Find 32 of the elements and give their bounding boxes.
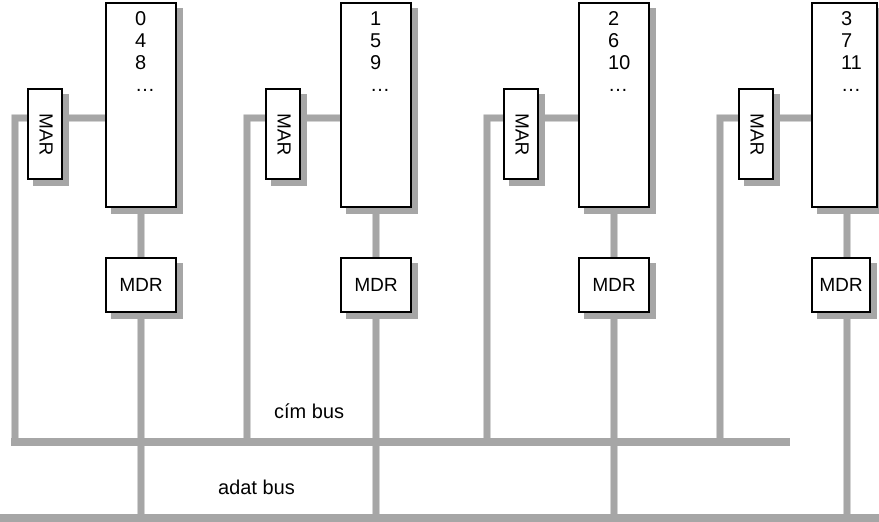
address-number: 2 <box>608 8 620 30</box>
address-number: 6 <box>608 30 620 52</box>
register-label: MAR <box>512 112 530 156</box>
bus-line <box>484 114 503 438</box>
address-number: … <box>841 74 862 96</box>
address-number: 9 <box>370 52 382 74</box>
bus-line <box>716 114 738 438</box>
address-number: … <box>135 74 156 96</box>
bus-label: adat bus <box>218 478 295 498</box>
bus-bar <box>11 438 790 446</box>
bus-label: cím bus <box>274 402 344 422</box>
register-label: MAR <box>746 112 766 156</box>
address-number: 11 <box>841 52 863 74</box>
register-label: MDR <box>119 276 163 294</box>
address-number: 7 <box>841 30 854 52</box>
bus-line <box>12 114 27 438</box>
bus-line <box>244 114 265 438</box>
bus-bar <box>0 514 879 522</box>
address-number: … <box>370 74 391 96</box>
address-number: 1 <box>370 8 382 30</box>
register-label: MAR <box>274 112 292 156</box>
address-number: 10 <box>608 52 632 74</box>
address-number: 8 <box>135 52 148 74</box>
address-number: 3 <box>841 8 854 30</box>
register-label: MDR <box>819 276 863 294</box>
address-number: … <box>608 74 629 96</box>
register-label: MDR <box>592 276 636 294</box>
address-number: 0 <box>135 8 148 30</box>
register-label: MDR <box>354 276 398 294</box>
address-number: 4 <box>135 30 148 52</box>
address-number: 5 <box>370 30 382 52</box>
register-label: MAR <box>36 112 54 156</box>
